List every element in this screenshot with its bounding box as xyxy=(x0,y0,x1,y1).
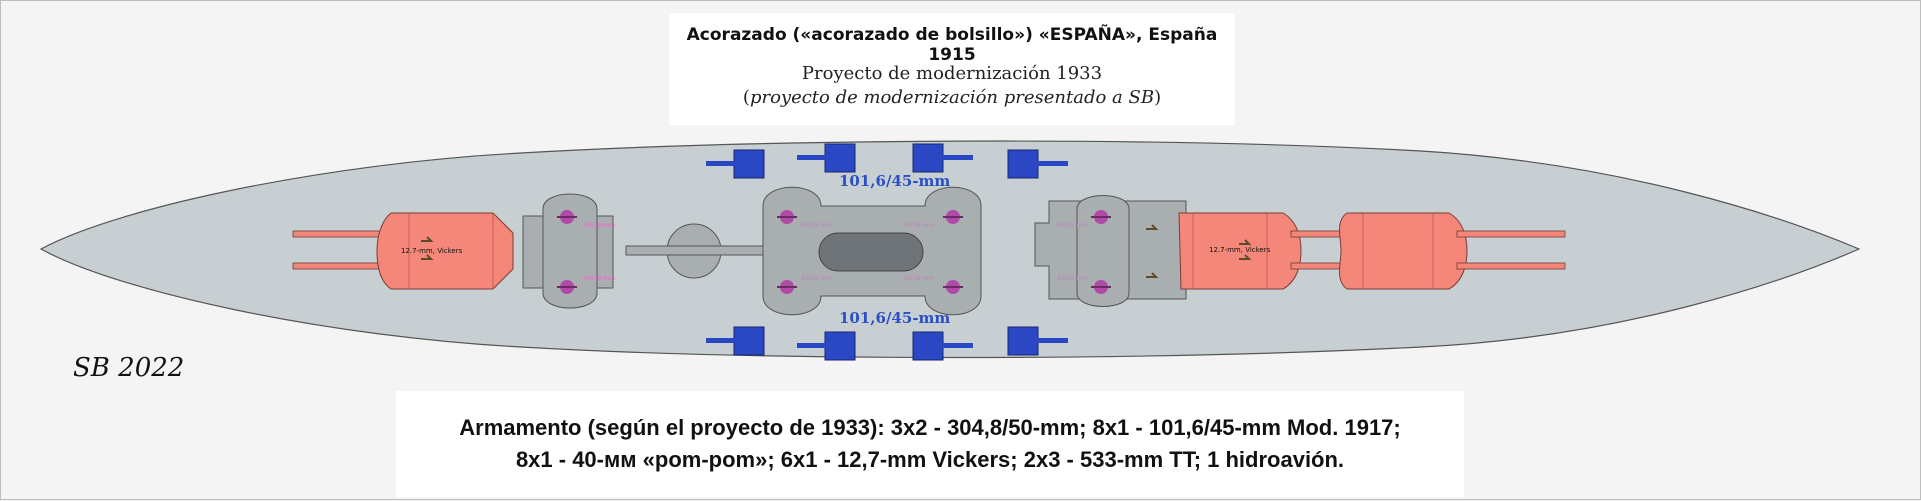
pompom-label: 40/39-mm xyxy=(1057,222,1088,229)
turret-body xyxy=(376,212,514,290)
turret-label: 12.7-mm, Vickers xyxy=(401,247,463,255)
pompom-label: 40/39-mm xyxy=(801,222,832,229)
secondary-guns-bottom xyxy=(706,326,1068,361)
subtitle-note-text: proyecto de modernización presentado a S… xyxy=(749,87,1155,108)
pompom-label: 40/39-mm xyxy=(801,275,832,282)
paren-close: ) xyxy=(1154,87,1162,108)
pompom-label: 40/39-mm xyxy=(903,222,934,229)
main-turret-forward: 12.7-mm, Vickers xyxy=(292,212,514,290)
turret-body xyxy=(1178,212,1302,290)
central-funnel xyxy=(818,232,924,272)
turret-label: 12.7-mm, Vickers xyxy=(1209,246,1271,254)
author-signature: SB 2022 xyxy=(73,353,185,383)
pompom-label: 40/39-mm xyxy=(584,222,615,229)
main-turret-aft-y xyxy=(1339,212,1566,290)
pompom-mount-forward: 40/39-mm 40/39-mm xyxy=(542,193,615,309)
pompom-label: 40/39-mm xyxy=(584,275,615,282)
page-title: Acorazado («acorazado de bolsillo») «ESP… xyxy=(686,25,1218,65)
pompom-label: 40/39-mm xyxy=(1057,275,1088,282)
page-subtitle-note: (proyecto de modernización presentado a … xyxy=(669,87,1235,108)
armament-line-2: 8x1 - 40-мм «pom-pom»; 6x1 - 12,7-mm Vic… xyxy=(515,447,1345,472)
central-superstructure: 40/39-mm 40/39-mm 40/39-mm 40/39-mm xyxy=(762,186,982,316)
paren-open: ( xyxy=(742,87,750,108)
title-panel: Acorazado («acorazado de bolsillo») «ESP… xyxy=(669,13,1235,125)
turret-gun-barrel xyxy=(1456,230,1566,238)
page-subtitle: Proyecto de modernización 1933 xyxy=(801,63,1103,84)
armament-line-1: Armamento (según el proyecto de 1933): 3… xyxy=(459,415,1401,440)
secondary-guns-top xyxy=(706,143,1068,179)
pompom-label: 40/39-mm xyxy=(903,275,934,282)
caliber-label-top: 101,6/45-mm xyxy=(839,172,950,190)
turret-gun-barrel xyxy=(1456,262,1566,270)
caliber-label-bottom: 101,6/45-mm xyxy=(839,309,950,327)
armament-panel: Armamento (según el proyecto de 1933): 3… xyxy=(396,391,1464,497)
aft-superstructure: 40/39-mm 40/39-mm xyxy=(1034,195,1187,307)
turret-body xyxy=(1339,212,1468,290)
derrick-boom xyxy=(625,245,787,256)
